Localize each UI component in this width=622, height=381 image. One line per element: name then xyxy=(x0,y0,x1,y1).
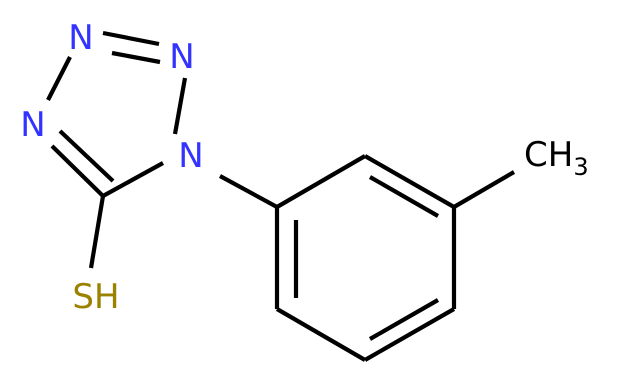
atom-n-left: N xyxy=(20,105,45,145)
bond-ar-methyl xyxy=(452,170,516,209)
bond-ar-c5-c6 xyxy=(275,307,367,362)
atom-methyl-subscript: 3 xyxy=(573,153,588,181)
bond-c5-n3 xyxy=(101,161,165,198)
bond-n2-n3 xyxy=(172,77,188,135)
bond-n3-aryl xyxy=(218,174,279,209)
bond-n4-c5-b xyxy=(58,129,115,183)
bond-n1-n2-double-b xyxy=(111,50,161,65)
bond-ar-c4-c5 xyxy=(363,307,456,362)
bond-ar-inner-c2-c3 xyxy=(368,175,440,218)
atom-methyl-ch: CH xyxy=(524,135,573,175)
atom-methyl: CH3 xyxy=(524,135,589,181)
bond-ar-c2-c3 xyxy=(363,154,456,209)
bond-c5-s xyxy=(88,195,106,269)
bond-n1-n2-double-a xyxy=(102,30,160,47)
bond-n1-n4 xyxy=(46,56,72,101)
atom-n-top-right: N xyxy=(169,37,194,77)
bond-ar-c1-c2 xyxy=(275,154,367,209)
bond-ar-inner-c4-c5 xyxy=(368,298,440,341)
atom-n-top: N xyxy=(68,18,93,58)
bond-n4-c5-a xyxy=(50,144,105,198)
atom-sh: SH xyxy=(72,277,119,317)
atom-n-right: N xyxy=(178,136,203,176)
